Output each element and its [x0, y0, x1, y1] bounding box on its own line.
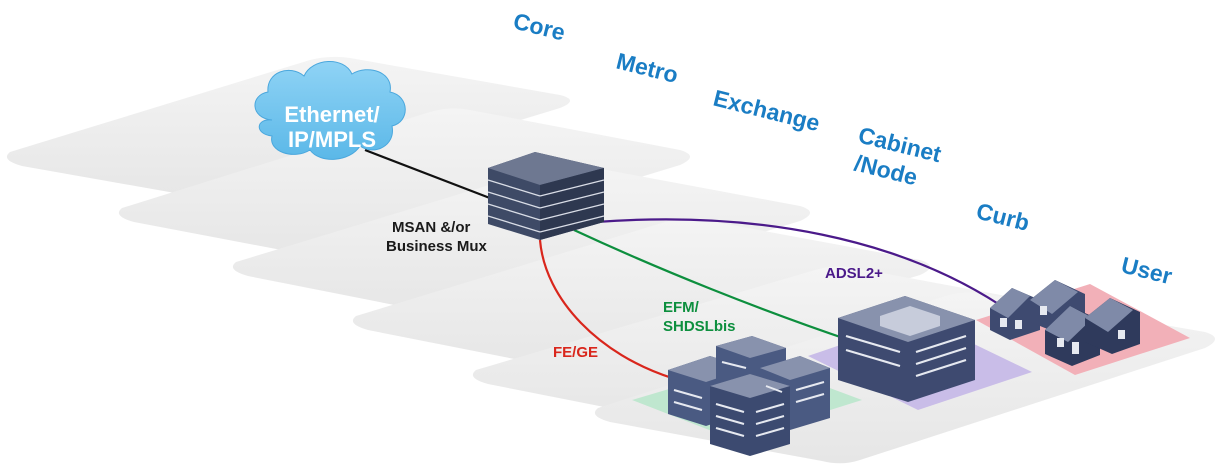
link-label-adsl: ADSL2+: [825, 265, 883, 282]
zone-label-curb: Curb: [974, 198, 1032, 236]
houses-icon: [990, 280, 1140, 366]
office-buildings-icon: [668, 336, 830, 456]
msan-stack-icon: [487, 152, 605, 240]
links: [364, 148, 1001, 380]
zone-label-user: User: [1119, 252, 1175, 290]
layer-bands: [6, 56, 1215, 464]
link-label-efm-line2: SHDSLbis: [663, 318, 736, 335]
zone-label-core: Core: [511, 8, 568, 46]
cloud-icon: [254, 61, 406, 160]
link-efm-line: [573, 229, 853, 343]
uplink-line: [364, 148, 496, 202]
cabinet-building-icon: [838, 296, 975, 402]
zone-label-metro: Metro: [614, 48, 681, 88]
band-exchange: [232, 164, 810, 319]
link-fe-ge-line: [538, 239, 673, 380]
msan-label-line1: MSAN &/or: [392, 219, 470, 236]
link-adsl-line: [595, 218, 1001, 306]
cloud-label-line1: Ethernet/: [284, 102, 379, 127]
msan-label-line2: Business Mux: [386, 238, 488, 255]
band-cabinet: [352, 218, 930, 373]
link-label-efm-line1: EFM/: [663, 299, 700, 316]
zone-label-exchange: Exchange: [711, 85, 823, 137]
band-metro: [118, 108, 690, 263]
cloud-label-line2: IP/MPLS: [288, 127, 376, 152]
link-label-fe-ge: FE/GE: [553, 344, 598, 361]
